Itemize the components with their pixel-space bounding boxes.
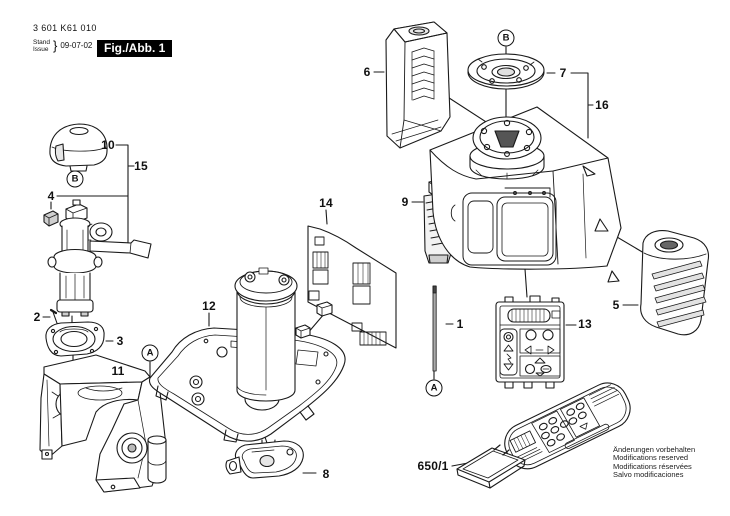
part-4-block xyxy=(43,210,59,227)
callout-15: 15 xyxy=(134,159,148,173)
ref-marker-a-left: A xyxy=(141,344,159,362)
part-3-ring-plate xyxy=(45,321,105,357)
notice-line-en: Modifications reserved xyxy=(613,453,689,463)
callout-5: 5 xyxy=(612,298,620,312)
stand-issue-label: Stand Issue xyxy=(33,39,50,53)
brace-glyph: } xyxy=(53,38,58,53)
callout-650-1: 650/1 xyxy=(417,459,449,473)
part-14-circuit-board xyxy=(295,225,397,349)
callout-2: 2 xyxy=(33,310,41,324)
notice-line-de: Änderungen vorbehalten xyxy=(613,445,696,454)
callout-8: 8 xyxy=(322,467,330,481)
title-block: 3 601 K61 010 Stand Issue } 09-07-02 xyxy=(33,23,97,53)
issue-label: Issue xyxy=(33,45,49,53)
part-16-main-housing xyxy=(429,106,622,283)
part-6-cover xyxy=(385,21,451,149)
callout-1: 1 xyxy=(456,317,464,331)
remote-control xyxy=(504,382,631,470)
callout-9: 9 xyxy=(401,195,409,209)
callout-11: 11 xyxy=(111,364,125,378)
part-5-battery-cover xyxy=(640,230,710,336)
callout-12: 12 xyxy=(202,299,216,313)
legal-notice: Änderungen vorbehalten Modifications res… xyxy=(613,445,696,480)
callout-13: 13 xyxy=(578,317,592,331)
stand-label: Stand xyxy=(33,38,50,46)
part-650-1-battery-lid xyxy=(456,444,526,489)
callout-4: 4 xyxy=(47,189,55,203)
part-8-bottom-cover xyxy=(225,440,304,479)
callout-10: 10 xyxy=(101,138,115,152)
part-number: 3 601 K61 010 xyxy=(33,23,97,33)
part-11-support-frame xyxy=(39,354,167,493)
ref-marker-b-left: B xyxy=(66,170,84,188)
part-12-base-plate-motor xyxy=(148,267,346,450)
issue-date: 09-07-02 xyxy=(60,41,93,50)
callout-16: 16 xyxy=(595,98,609,112)
callout-3: 3 xyxy=(116,334,124,348)
part-1-spindle-rod xyxy=(432,285,437,372)
notice-line-es: Salvo modificaciones xyxy=(613,470,684,480)
part-13-keypad xyxy=(495,295,565,389)
issue-row: Stand Issue } 09-07-02 xyxy=(33,38,97,53)
ref-marker-b-top: B xyxy=(497,29,515,47)
callout-14: 14 xyxy=(319,196,333,210)
ref-marker-a-mid: A xyxy=(425,379,443,397)
callout-7: 7 xyxy=(559,66,567,80)
notice-line-fr: Modifications réservées xyxy=(613,461,692,471)
figure-badge: Fig./Abb. 1 xyxy=(97,40,173,57)
callout-6: 6 xyxy=(363,65,371,79)
part-10-head-cap xyxy=(49,123,108,172)
part-15-laser-head-assembly xyxy=(47,199,152,317)
part-7-turntable-disc xyxy=(467,53,545,90)
